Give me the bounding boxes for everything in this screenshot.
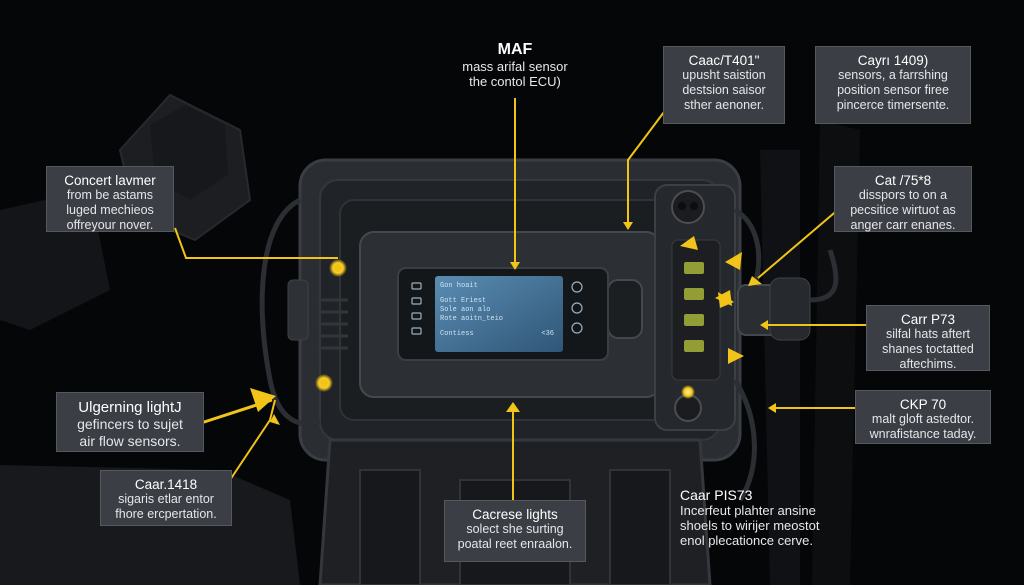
callout-title: Ulgerning lightJ [78, 399, 182, 416]
callout-line: malt gloft astedtor. [871, 412, 975, 426]
callout-line: pincerce timersente. [836, 98, 950, 112]
callout-title: CKP 70 [899, 397, 947, 412]
callout-line: position sensor firee [837, 83, 949, 97]
callout-c10: Caar PIS73 Incerfeut plahter ansine shoe… [680, 487, 840, 549]
callout-line: sther aenoner. [684, 98, 764, 112]
screen-value: <36 [541, 330, 554, 338]
callout-line: enol plecationce cerve. [680, 533, 813, 548]
callout-line: silfal hats aftert [885, 327, 971, 341]
callout-line: sigaris etlar entor [118, 492, 214, 506]
callout-line: destsion saisor [682, 83, 766, 97]
callout-line: solect she surting [466, 522, 564, 536]
callout-line: offreyour nover. [66, 218, 154, 232]
arrow-head-c7 [768, 403, 776, 413]
arrow-head-maf [510, 262, 520, 270]
screen-line: Sole aon alo [440, 306, 491, 314]
arrow-head-c8 [270, 414, 280, 425]
callout-line: wnrafistance taday. [869, 427, 977, 441]
callout-c3: Concert lavmer from be astams luged mech… [46, 166, 174, 232]
callout-line: sensors, a farrshing [838, 68, 948, 82]
screen-line: Rote aoitn_teio [440, 315, 504, 323]
indicator-lights [315, 236, 744, 399]
callout-line: upusht saistion [682, 68, 766, 82]
screen-line: Gon hoait [440, 282, 478, 290]
callout-line: luged mechieos [66, 203, 154, 217]
callout-c1: Caac/T401" upusht saistion destsion sais… [663, 46, 785, 124]
cables [259, 197, 839, 502]
callout-line: shanes toctatted [882, 342, 974, 356]
callout-line: fhore ercpertation. [115, 507, 217, 521]
maf-line: the contol ECU) [469, 74, 561, 89]
callout-title: Caar.1418 [134, 477, 198, 492]
callout-title: Cacrese lights [472, 507, 558, 522]
leader-c3 [174, 227, 338, 259]
callout-line: disspors to on a [858, 188, 948, 202]
callout-c7: CKP 70 malt gloft astedtor. wnrafistance… [855, 390, 991, 444]
leader-c4 [757, 207, 841, 279]
callout-c9: Cacrese lights solect she surting poatal… [444, 500, 586, 562]
maf-label: MAF mass arifal sensor the contol ECU) [430, 41, 600, 90]
leader-c1 [627, 111, 665, 222]
display-screen [397, 267, 609, 361]
maf-title: MAF [497, 41, 533, 58]
leader-lines [174, 98, 866, 500]
callout-title: Caar PIS73 [680, 487, 753, 503]
arrow-head-c4 [748, 276, 762, 286]
arrow-head-c1 [623, 222, 633, 230]
arrow-markers [250, 222, 776, 425]
screen-readout: Gon hoait Gott Eriest Sole aon alo Rote … [440, 282, 560, 339]
callout-title: Concert lavmer [64, 173, 156, 188]
leader-c8 [229, 399, 276, 481]
callout-line: anger carr enanes. [850, 218, 956, 232]
callout-line: aftechims. [899, 357, 957, 371]
callout-c4: Cat /75*8 disspors to on a pecsitice wir… [834, 166, 972, 232]
arrow-head-c9 [506, 402, 520, 412]
callout-line: shoels to wirijer meostot [680, 518, 820, 533]
callout-c8: Caar.1418 sigaris etlar entor fhore ercp… [100, 470, 232, 526]
callout-line: pecsitice wirtuot as [850, 203, 956, 217]
callout-c5: Carr P73 silfal hats aftert shanes tocta… [866, 305, 990, 371]
callout-line: from be astams [66, 188, 154, 202]
callout-line: poatal reet enraalon. [457, 537, 573, 551]
callout-title: Carr P73 [900, 312, 956, 327]
callout-c6: Ulgerning lightJ gefincers to sujet air … [56, 392, 204, 452]
arrow-head-c6 [250, 388, 276, 412]
screen-line: Contiess [440, 330, 474, 338]
callout-title: Cat /75*8 [874, 173, 932, 188]
callout-title: Cayrı 1409) [857, 53, 929, 68]
callout-title: Caac/T401" [688, 53, 760, 68]
callout-line: gefincers to sujet [77, 416, 183, 432]
callout-c2: Cayrı 1409) sensors, a farrshing positio… [815, 46, 971, 124]
callout-line: Incerfeut plahter ansine [680, 503, 816, 518]
maf-line: mass arifal sensor [462, 59, 568, 74]
arrow-head-c5 [760, 320, 768, 330]
screen-line: Gott Eriest [440, 297, 487, 305]
callout-line: air flow sensors. [79, 433, 181, 449]
